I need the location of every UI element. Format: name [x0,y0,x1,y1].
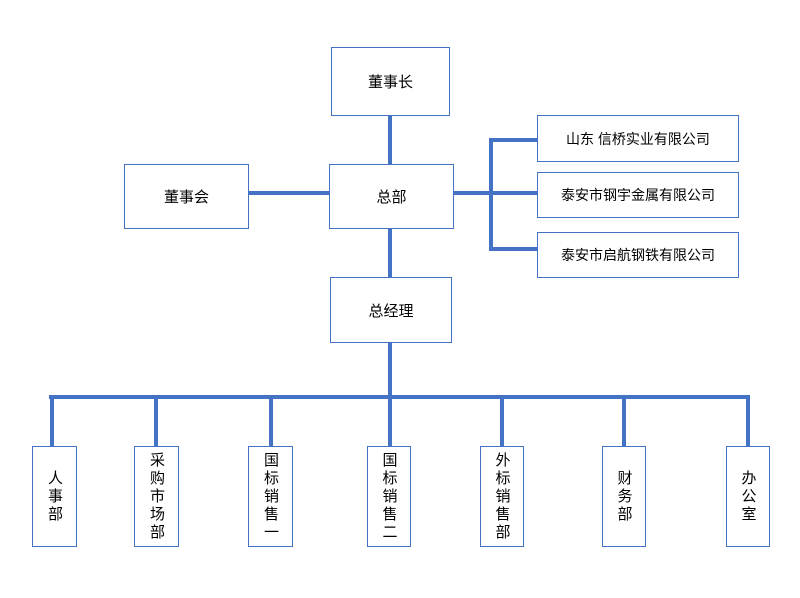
node-department-hr: 人事部 [32,446,77,547]
connector-headquarters-general-manager [388,229,392,277]
node-department-external-sales: 外标销售部 [480,446,524,547]
connector-general-manager-bus [388,343,392,399]
connector-drop-department-6 [622,395,626,446]
connector-departments-bus [49,395,750,399]
connector-drop-department-1 [50,395,54,446]
connector-drop-department-7 [746,395,750,446]
node-department-office: 办公室 [726,446,770,547]
node-subsidiary-3: 泰安市启航钢铁有限公司 [537,232,739,278]
node-department-national-sales-1: 国标销售一 [248,446,293,547]
node-subsidiary-2: 泰安市钢宇金属有限公司 [537,172,739,218]
node-department-national-sales-2: 国标销售二 [367,446,411,547]
node-chairman: 董事长 [331,47,450,116]
connector-chairman-headquarters [388,116,392,164]
node-headquarters: 总部 [329,164,454,229]
connector-drop-department-2 [154,395,158,446]
connector-drop-department-3 [269,395,273,446]
connector-bracket-subsidiary-3 [489,247,537,251]
node-department-purchasing-market: 采购市场部 [134,446,179,547]
node-subsidiary-1: 山东 信桥实业有限公司 [537,115,739,162]
node-department-finance: 财务部 [602,446,646,547]
node-general-manager: 总经理 [330,277,452,343]
node-board: 董事会 [124,164,249,229]
connector-board-headquarters [249,191,329,195]
connector-headquarters-subsidiary-2 [454,191,537,195]
connector-bracket-subsidiary-1 [489,138,537,142]
connector-drop-department-4 [388,395,392,446]
connector-subsidiaries-bracket-vertical [489,138,493,251]
connector-drop-department-5 [500,395,504,446]
